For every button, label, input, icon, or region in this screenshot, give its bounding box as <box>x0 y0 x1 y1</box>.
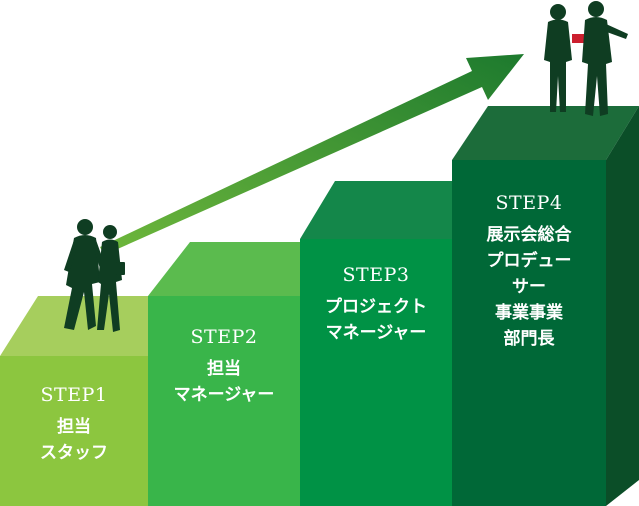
step3-label: STEP3 プロジェクト マネージャー <box>300 264 452 346</box>
step1-role: 担当 スタッフ <box>40 417 108 463</box>
step2-title: STEP2 <box>190 326 258 348</box>
step4-block <box>452 106 639 506</box>
step2-block <box>148 242 340 506</box>
step2-label: STEP2 担当 マネージャー <box>148 326 300 408</box>
step1-title: STEP1 <box>40 384 108 406</box>
growth-arrow-icon <box>100 54 524 255</box>
step1-block <box>0 296 190 506</box>
step1-label: STEP1 担当 スタッフ <box>0 384 148 466</box>
step4-role: 展示会総合 プロデュー サー 事業事業 部門長 <box>486 225 572 349</box>
step2-role: 担当 マネージャー <box>173 359 275 405</box>
step3-title: STEP3 <box>342 264 410 286</box>
step4-label: STEP4 展示会総合 プロデュー サー 事業事業 部門長 <box>452 192 606 352</box>
step4-title: STEP4 <box>495 192 563 214</box>
step3-role: プロジェクト マネージャー <box>325 297 427 343</box>
step3-block <box>300 181 492 506</box>
standing-business-people-icon <box>544 1 628 116</box>
walking-business-people-icon <box>64 219 125 332</box>
